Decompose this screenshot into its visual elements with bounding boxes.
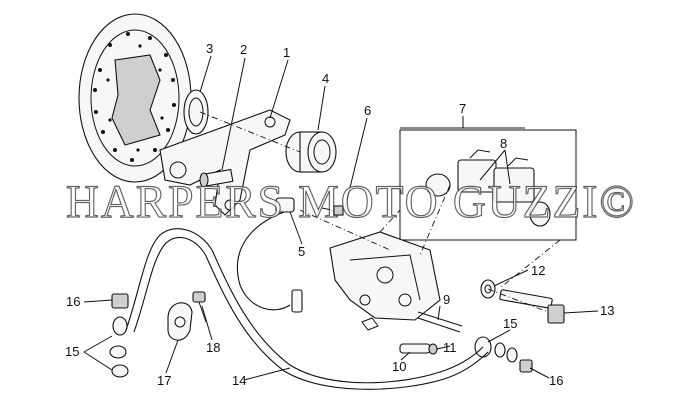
pad-spring (361, 317, 379, 331)
callout-3: 3 (206, 41, 213, 56)
caliper-bracket (159, 109, 291, 216)
callout-1: 1 (283, 45, 290, 60)
spacer-ring (183, 89, 209, 135)
bracket-pin (199, 168, 234, 188)
banjo-fitting-master (109, 293, 129, 378)
assembly-centerlines (199, 111, 561, 313)
callout-15-master: 15 (65, 344, 79, 359)
callout-9: 9 (443, 292, 450, 307)
callout-11: 11 (443, 340, 457, 355)
banjo-fitting-caliper (474, 336, 533, 373)
pads-kit-frame (399, 129, 577, 241)
callout-8: 8 (500, 136, 507, 151)
pad-pin (417, 311, 463, 333)
callout-15-caliper: 15 (503, 316, 517, 331)
clamp-bolt (192, 291, 207, 323)
callout-16-caliper: 16 (549, 373, 563, 388)
callout-16-master: 16 (66, 294, 80, 309)
callout-18: 18 (206, 340, 220, 355)
bushing (285, 131, 337, 173)
callout-14: 14 (232, 373, 246, 388)
speed-sensor (236, 197, 303, 313)
callout-4: 4 (322, 71, 329, 86)
brake-hose (125, 228, 489, 390)
caliper-bolt (499, 289, 565, 324)
callout-numbers: 1 2 3 4 5 6 7 8 9 10 11 12 13 14 15 15 1… (65, 41, 614, 388)
callout-12: 12 (531, 263, 545, 278)
bleeder-valve (399, 343, 438, 355)
callout-7: 7 (459, 101, 466, 116)
hose-clamp (167, 302, 193, 341)
watermark: HARPERS MOTO GUZZI© (66, 176, 636, 228)
leader-lines (83, 55, 599, 381)
brake-disc (78, 13, 192, 183)
bolt-small (321, 205, 344, 216)
callout-10: 10 (392, 359, 406, 374)
brake-caliper (329, 231, 441, 321)
callout-13: 13 (600, 303, 614, 318)
callout-6: 6 (364, 103, 371, 118)
callout-2: 2 (240, 42, 247, 57)
callout-17: 17 (157, 373, 171, 388)
callout-5: 5 (298, 244, 305, 259)
